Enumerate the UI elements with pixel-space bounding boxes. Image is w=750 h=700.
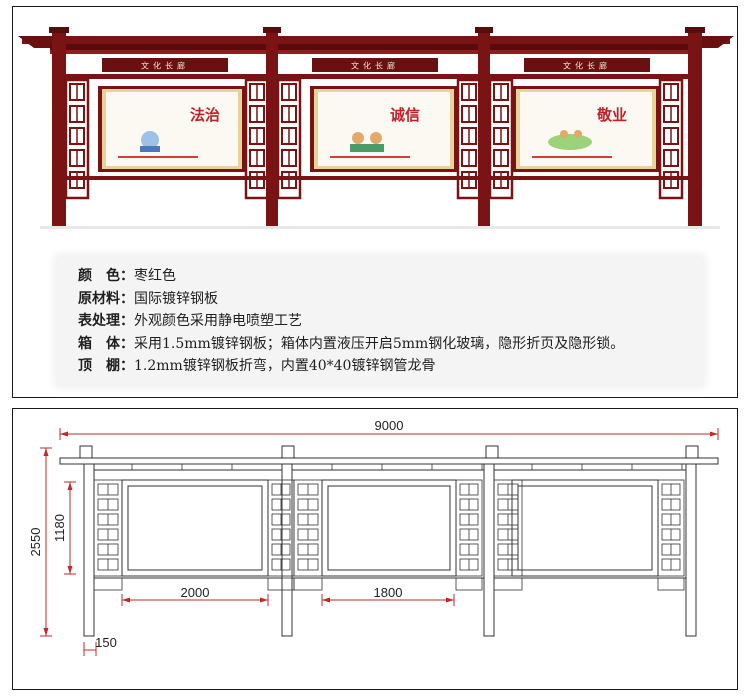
signboard-2-text: 文化长廊: [351, 61, 399, 71]
display-box-3: 敬业: [512, 86, 660, 172]
signboard-3: 文化长廊: [524, 58, 650, 72]
poster-1-title: 法治: [190, 106, 220, 124]
spec-value: 采用1.5mm镀锌钢板；箱体内置液压开启5mm钢化玻璃，隐形折页及隐形锁。: [134, 335, 625, 352]
spec-row-canopy: 顶 棚：1.2mm镀锌钢板折弯，内置40*40镀锌钢管龙骨: [78, 355, 702, 378]
spec-key: 箱 体：: [78, 335, 134, 352]
lattice-panels: [64, 78, 684, 200]
lattice-6: [658, 78, 684, 200]
display-box-2: 诚信: [310, 86, 458, 172]
lattice-4: [456, 78, 482, 200]
spec-row-material: 原材料：国际镀锌钢板: [78, 288, 702, 311]
culture-corridor-photo: 文化长廊 文化长廊 文化长廊 法治 诚信 敬业: [18, 27, 734, 229]
signboard-2: 文化长廊: [312, 58, 438, 72]
spec-row-color: 颜 色：枣红色: [78, 265, 702, 288]
signboard-1-text: 文化长廊: [141, 61, 189, 71]
spec-row-cabinet: 箱 体：采用1.5mm镀锌钢板；箱体内置液压开启5mm钢化玻璃，隐形折页及隐形锁…: [78, 333, 702, 356]
roof-sub-beam: [50, 44, 700, 50]
post-1: [52, 30, 66, 226]
poster-3-title: 敬业: [596, 106, 627, 124]
signboard-1: 文化长廊: [102, 58, 228, 72]
roof-board: [50, 50, 700, 54]
signboard-3-text: 文化长廊: [563, 61, 611, 71]
drawing-frame: [12, 408, 738, 690]
spec-key: 表处理：: [78, 313, 134, 330]
spec-value: 枣红色: [134, 268, 176, 284]
display-box-1: 法治: [98, 86, 246, 172]
post-cap-4: [685, 27, 705, 33]
spec-key: 颜 色：: [78, 268, 134, 284]
post-cap-3: [475, 27, 493, 33]
spec-row-surface: 表处理：外观颜色采用静电喷塑工艺: [78, 310, 702, 333]
post-cap-1: [49, 27, 69, 33]
spec-key: 顶 棚：: [78, 358, 134, 375]
spec-key: 原材料：: [78, 290, 134, 307]
poster-2-title: 诚信: [390, 106, 420, 124]
spec-panel: 颜 色：枣红色 原材料：国际镀锌钢板 表处理：外观颜色采用静电喷塑工艺 箱 体：…: [58, 258, 702, 384]
roof-left-flare: [18, 36, 60, 48]
lattice-3: [276, 78, 302, 200]
roof-beam: [22, 36, 730, 44]
spec-value: 国际镀锌钢板: [134, 290, 218, 307]
lattice-5: [488, 78, 514, 200]
post-4: [688, 30, 702, 226]
lattice-2: [244, 78, 270, 200]
spec-value: 1.2mm镀锌钢板折弯，内置40*40镀锌钢管龙骨: [134, 358, 436, 375]
spec-value: 外观颜色采用静电喷塑工艺: [134, 313, 302, 330]
post-cap-2: [263, 27, 281, 33]
lattice-1: [64, 78, 90, 200]
